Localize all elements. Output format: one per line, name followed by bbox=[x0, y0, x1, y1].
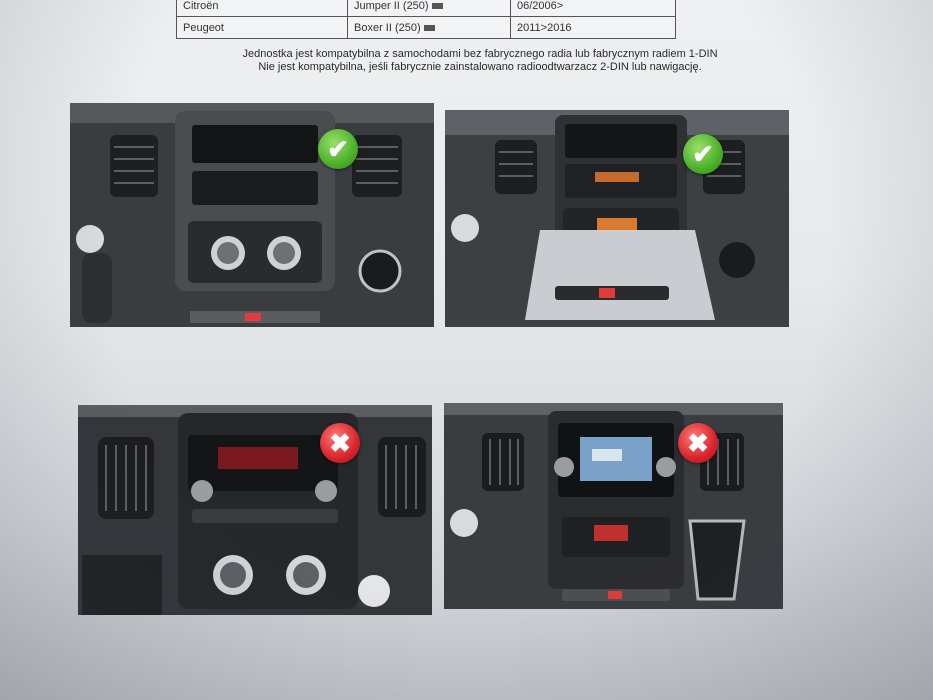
flag-icon bbox=[431, 2, 443, 9]
table-cell-model: Jumper II (250) bbox=[347, 0, 511, 17]
dashboard-photo-empty-slot: ✔ bbox=[70, 103, 434, 327]
cross-icon: ✖ bbox=[678, 423, 718, 463]
dashboard-navigation-image bbox=[444, 403, 783, 609]
table-cell-years: 2011>2016 bbox=[510, 16, 676, 39]
check-icon: ✔ bbox=[318, 129, 358, 169]
dashboard-empty-slot-image bbox=[70, 103, 434, 327]
note-line-1: Jednostka jest kompatybilna z samochodam… bbox=[242, 48, 718, 60]
dashboard-photo-2din-radio: ✖ bbox=[78, 405, 432, 615]
dashboard-photo-1din-radio: ✔ bbox=[445, 110, 789, 327]
table-row: Citroën Jumper II (250) 06/2006> bbox=[176, 0, 676, 17]
model-text: Boxer II (250) bbox=[354, 21, 421, 34]
compatibility-table: Citroën Jumper II (250) 06/2006> Peugeot… bbox=[176, 0, 676, 39]
dashboard-1din-radio-image bbox=[445, 110, 789, 327]
dashboard-photo-navigation: ✖ bbox=[444, 403, 783, 609]
check-icon: ✔ bbox=[683, 134, 723, 174]
table-cell-make: Citroën bbox=[176, 0, 348, 17]
model-text: Jumper II (250) bbox=[354, 0, 429, 12]
compatibility-note: Jednostka jest kompatybilna z samochodam… bbox=[120, 48, 840, 74]
table-cell-years: 06/2006> bbox=[510, 0, 676, 17]
dashboard-2din-radio-image bbox=[78, 405, 432, 615]
table-cell-make: Peugeot bbox=[176, 16, 348, 39]
flag-icon bbox=[423, 24, 435, 31]
table-cell-model: Boxer II (250) bbox=[347, 16, 511, 39]
table-row: Peugeot Boxer II (250) 2011>2016 bbox=[176, 16, 676, 39]
cross-icon: ✖ bbox=[320, 423, 360, 463]
note-line-2: Nie jest kompatybilna, jeśli fabrycznie … bbox=[258, 61, 702, 73]
